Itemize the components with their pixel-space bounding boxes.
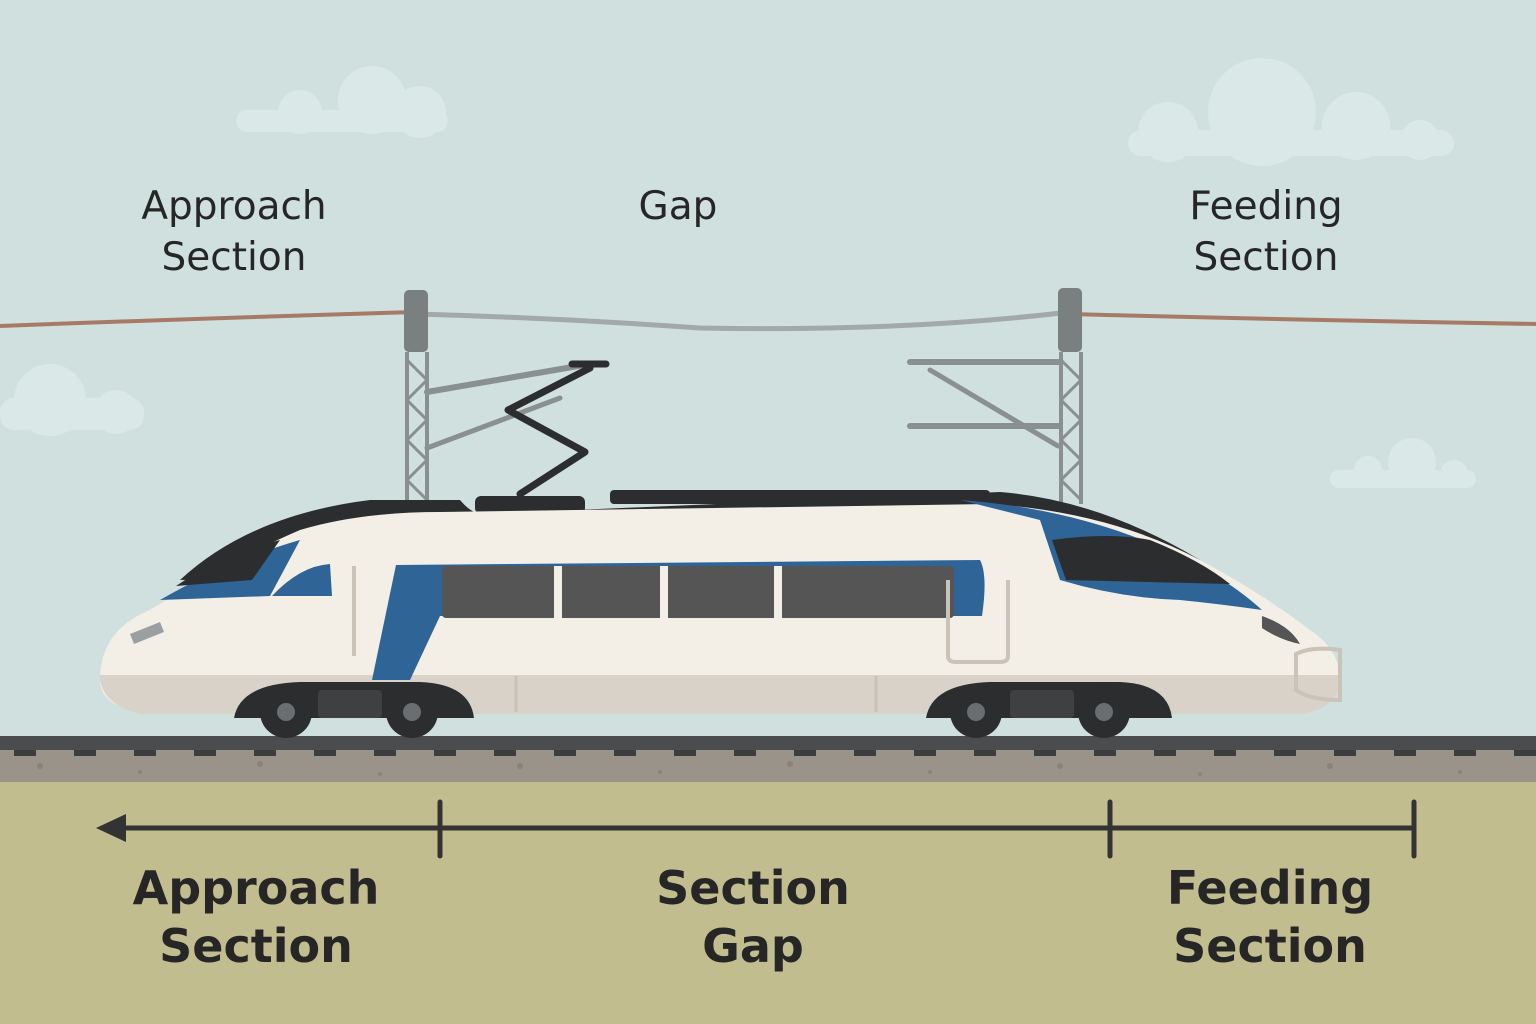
mast-right [907,288,1084,504]
arrow-left-icon [96,814,126,842]
ballast-texture [37,761,1462,776]
top-label-feeding-section: Feeding Section [1189,184,1343,280]
bottom-label-approach-section: Approach Section [132,861,380,973]
live-wire-left [0,310,417,328]
ballast [0,750,1536,782]
top-label-approach-section: Approach Section [141,184,327,280]
cloud-top-right [1128,58,1454,166]
cloud-right [1330,438,1476,488]
rail [0,736,1536,750]
mast-left [404,290,593,504]
pantograph [504,360,610,498]
bottom-label-feeding-section: Feeding Section [1166,861,1374,973]
bottom-label-section-gap: Section Gap [656,861,850,973]
neutral-gap-wire [415,309,1071,332]
live-wire-right [1069,312,1536,326]
train [100,490,1342,738]
section-arrow [109,799,1417,859]
rail-ties [14,750,1536,756]
ground [0,778,1536,1024]
cloud-left [0,364,144,436]
top-label-gap: Gap [638,184,718,229]
cloud-top-left [236,66,448,138]
